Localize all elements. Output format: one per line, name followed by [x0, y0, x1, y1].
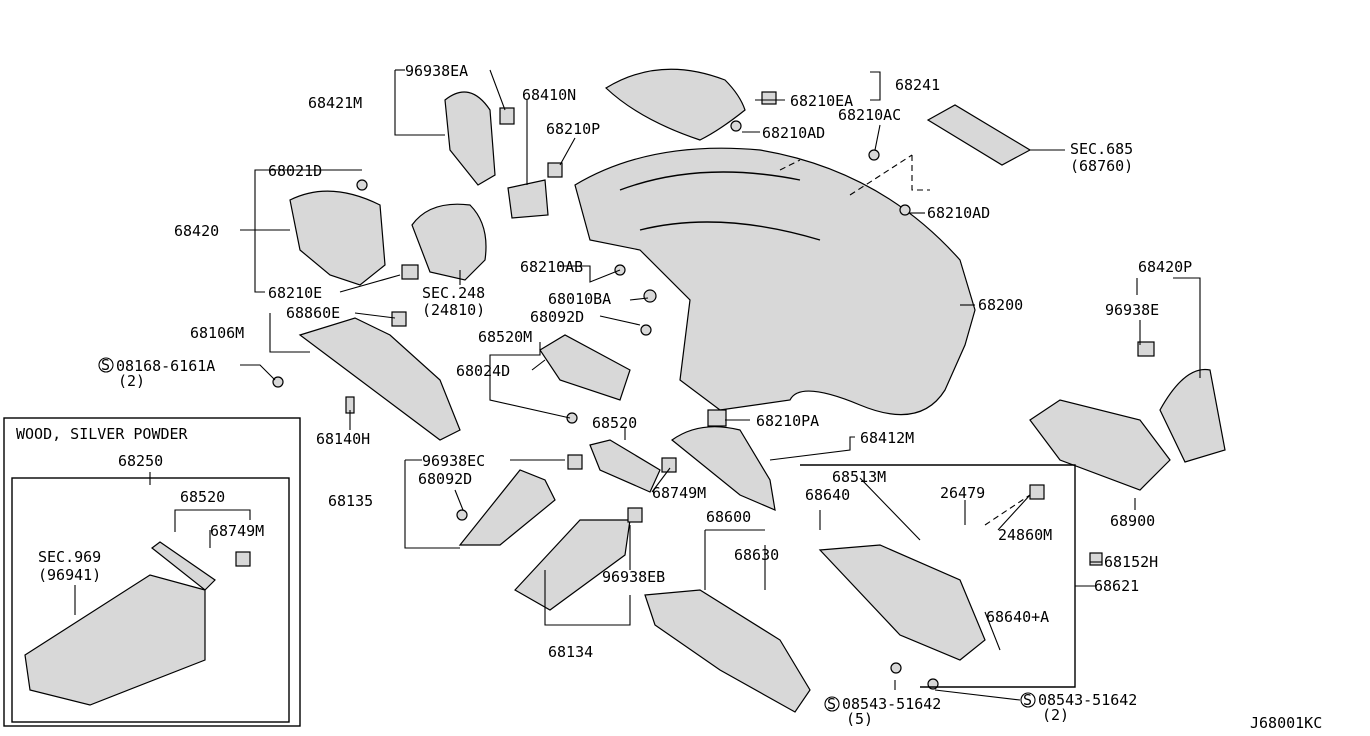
label-qty-2-left: (2) — [118, 372, 145, 390]
s-symbol-1: S — [98, 356, 114, 374]
inset-title: WOOD, SILVER POWDER — [16, 425, 189, 443]
label-68200: 68200 — [978, 296, 1023, 314]
label-68513M: 68513M — [832, 468, 886, 486]
label-68140H: 68140H — [316, 430, 370, 448]
svg-text:S: S — [827, 695, 836, 713]
label-68749M: 68749M — [652, 484, 706, 502]
inset-part-number: 68250 — [118, 452, 163, 470]
s-symbol-3: S — [1020, 691, 1036, 709]
label-sec685: SEC.685 — [1070, 140, 1133, 158]
label-qty-2-right: (2) — [1042, 706, 1069, 724]
glove-box-shape — [644, 589, 811, 713]
label-68152H: 68152H — [1104, 553, 1158, 571]
panel-68134-shape — [514, 519, 631, 611]
label-68021D: 68021D — [268, 162, 322, 180]
label-68420P: 68420P — [1138, 258, 1192, 276]
inset-inner-frame — [11, 477, 290, 723]
callout-labels: 96938EA 68421M 68410N 68210P 68241 68210… — [98, 62, 1192, 728]
cluster-cover-shape — [1159, 368, 1226, 463]
label-68520M: 68520M — [478, 328, 532, 346]
label-68106M: 68106M — [190, 324, 244, 342]
label-68600: 68600 — [706, 508, 751, 526]
label-68640A: 68640+A — [986, 608, 1049, 626]
top-pad-shape — [605, 68, 746, 141]
label-68210AD-right: 68210AD — [927, 204, 990, 222]
lid-shape — [926, 104, 1032, 166]
svg-text:S: S — [101, 356, 110, 374]
label-68210PA: 68210PA — [756, 412, 819, 430]
label-68210AD-top: 68210AD — [762, 124, 825, 142]
part-illustrations — [24, 68, 1226, 713]
label-68134: 68134 — [548, 643, 593, 661]
label-68092D-lower: 68092D — [418, 470, 472, 488]
label-96938EC: 96938EC — [422, 452, 485, 470]
garnish-shape — [539, 334, 631, 401]
diagram-id: J68001KC — [1250, 714, 1322, 732]
label-08543-51642-left: 08543-51642 — [842, 695, 941, 713]
label-68010BA: 68010BA — [548, 290, 611, 308]
small-cover-shape — [507, 179, 549, 219]
label-68860E: 68860E — [286, 304, 340, 322]
label-96938E: 96938E — [1105, 301, 1159, 319]
inset-garnish-shape — [151, 541, 216, 591]
glovebox-housing-shape — [818, 544, 986, 661]
label-68630: 68630 — [734, 546, 779, 564]
label-24810: (24810) — [422, 301, 485, 319]
lower-panel-shape — [298, 317, 461, 441]
label-68410N: 68410N — [522, 86, 576, 104]
console-bracket-shape — [1029, 399, 1171, 491]
inset-console-shape — [24, 574, 206, 706]
dashboard-shape — [574, 147, 976, 416]
garnish-middle-shape — [589, 439, 661, 493]
label-24860M: 24860M — [998, 526, 1052, 544]
label-68421M: 68421M — [308, 94, 362, 112]
inset-label-sec969: SEC.969 — [38, 548, 101, 566]
label-sec248: SEC.248 — [422, 284, 485, 302]
label-68135: 68135 — [328, 492, 373, 510]
label-68092D-mid: 68092D — [530, 308, 584, 326]
label-qty-5: (5) — [846, 710, 873, 728]
label-68210EA: 68210EA — [790, 92, 853, 110]
label-68420: 68420 — [174, 222, 219, 240]
label-68900: 68900 — [1110, 512, 1155, 530]
label-26479: 26479 — [940, 484, 985, 502]
label-68210E: 68210E — [268, 284, 322, 302]
label-68621: 68621 — [1094, 577, 1139, 595]
label-96938EA: 96938EA — [405, 62, 468, 80]
svg-text:S: S — [1023, 691, 1032, 709]
label-68640: 68640 — [805, 486, 850, 504]
finisher-shape — [671, 426, 776, 511]
side-panel-shape — [444, 91, 496, 186]
meter-shape — [411, 203, 487, 281]
inset-labels: WOOD, SILVER POWDER 68250 68520 68749M S… — [16, 425, 264, 584]
label-68210P: 68210P — [546, 120, 600, 138]
leader-lines — [74, 69, 1201, 701]
label-68241: 68241 — [895, 76, 940, 94]
label-08543-51642-right: 08543-51642 — [1038, 691, 1137, 709]
side-finisher-shape — [458, 469, 556, 546]
label-68024D: 68024D — [456, 362, 510, 380]
s-symbol-2: S — [824, 695, 840, 713]
label-68760: (68760) — [1070, 157, 1133, 175]
inset-outer-frame — [3, 417, 301, 727]
label-68210AB: 68210AB — [520, 258, 583, 276]
inset-label-68520: 68520 — [180, 488, 225, 506]
label-96938EB: 96938EB — [602, 568, 665, 586]
label-08168-6161A: 08168-6161A — [116, 357, 215, 375]
label-68210AC: 68210AC — [838, 106, 901, 124]
cluster-lid-shape — [289, 190, 386, 286]
label-68412M: 68412M — [860, 429, 914, 447]
inset-label-68749M: 68749M — [210, 522, 264, 540]
inset-label-96941: (96941) — [38, 566, 101, 584]
label-68520: 68520 — [592, 414, 637, 432]
